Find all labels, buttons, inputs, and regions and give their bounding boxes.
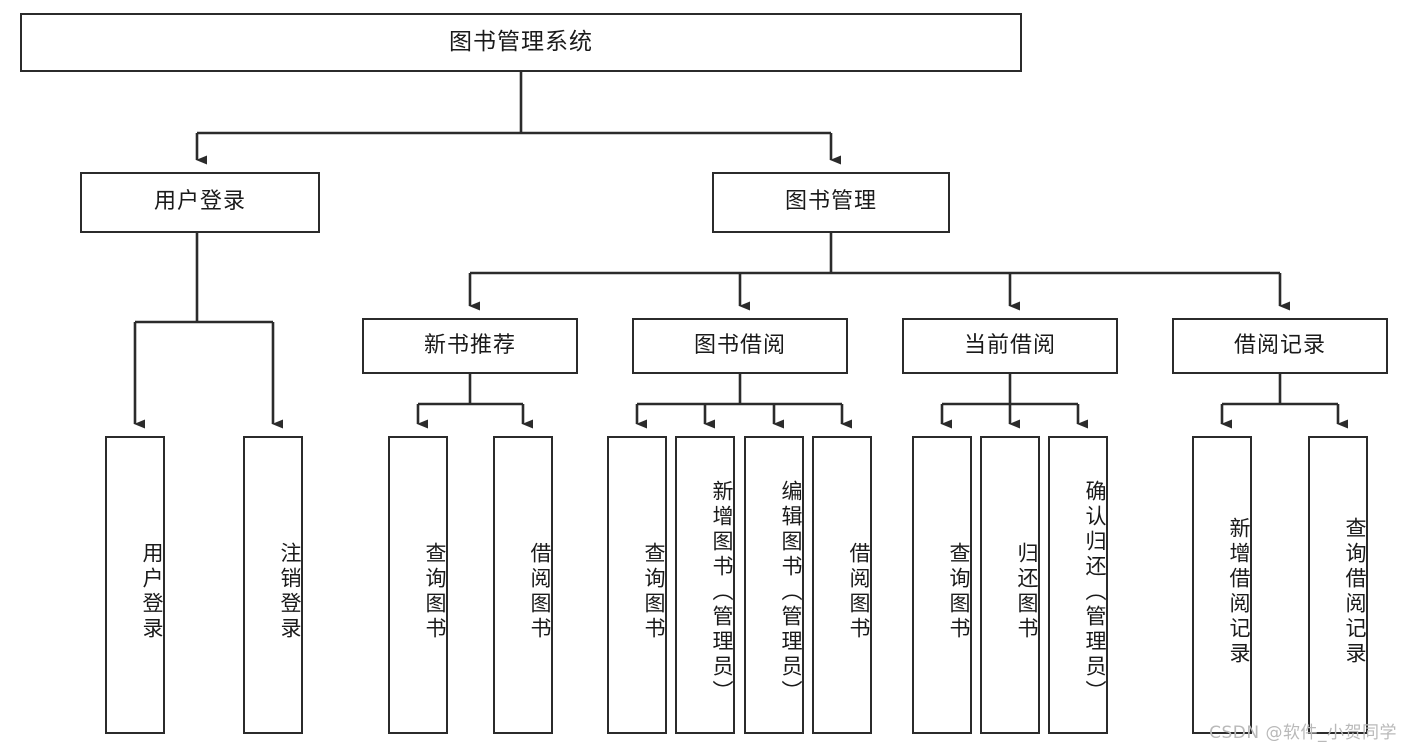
node-label: 查询借阅记录: [1343, 517, 1367, 667]
node-book-borrow[interactable]: 图书借阅: [632, 318, 848, 374]
node-label: 查询图书: [642, 542, 666, 642]
leaf-query-book-2[interactable]: 查询图书: [607, 436, 667, 734]
leaf-user-login[interactable]: 用户登录: [105, 436, 165, 734]
node-user-login[interactable]: 用户登录: [80, 172, 320, 233]
node-current-borrow[interactable]: 当前借阅: [902, 318, 1118, 374]
node-label: 借阅图书: [528, 542, 552, 642]
node-label: 新书推荐: [423, 332, 516, 358]
node-label: 借阅图书: [847, 542, 871, 642]
leaf-logout-login[interactable]: 注销登录: [243, 436, 303, 734]
node-label: 注销登录: [278, 542, 302, 642]
leaf-borrow-book-2[interactable]: 借阅图书: [812, 436, 872, 734]
node-label: 新增图书（管理员）: [710, 479, 734, 705]
node-label: 新增借阅记录: [1227, 517, 1251, 667]
leaf-borrow-book-1[interactable]: 借阅图书: [493, 436, 553, 734]
node-root-book-management-system[interactable]: 图书管理系统: [20, 13, 1022, 72]
leaf-query-book-3[interactable]: 查询图书: [912, 436, 972, 734]
node-label: 图书管理系统: [449, 28, 593, 55]
node-label: 归还图书: [1015, 542, 1039, 642]
node-new-book-recommend[interactable]: 新书推荐: [362, 318, 578, 374]
node-label: 当前借阅: [963, 332, 1056, 358]
node-label: 查询图书: [423, 542, 447, 642]
leaf-confirm-return[interactable]: 确认归还（管理员）: [1048, 436, 1108, 734]
leaf-edit-book[interactable]: 编辑图书（管理员）: [744, 436, 804, 734]
leaf-return-book[interactable]: 归还图书: [980, 436, 1040, 734]
leaf-add-record[interactable]: 新增借阅记录: [1192, 436, 1252, 734]
leaf-add-book[interactable]: 新增图书（管理员）: [675, 436, 735, 734]
node-borrow-record[interactable]: 借阅记录: [1172, 318, 1388, 374]
node-label: 图书管理: [784, 189, 877, 215]
node-label: 编辑图书（管理员）: [779, 479, 803, 705]
node-book-management[interactable]: 图书管理: [712, 172, 950, 233]
node-label: 用户登录: [140, 542, 164, 642]
node-label: 图书借阅: [693, 332, 786, 358]
node-label: 确认归还（管理员）: [1083, 479, 1107, 705]
node-label: 用户登录: [153, 189, 246, 215]
watermark: CSDN @软件_小贺同学: [1209, 723, 1397, 743]
node-label: 查询图书: [947, 542, 971, 642]
node-label: 借阅记录: [1233, 332, 1326, 358]
leaf-query-record[interactable]: 查询借阅记录: [1308, 436, 1368, 734]
leaf-query-book-1[interactable]: 查询图书: [388, 436, 448, 734]
